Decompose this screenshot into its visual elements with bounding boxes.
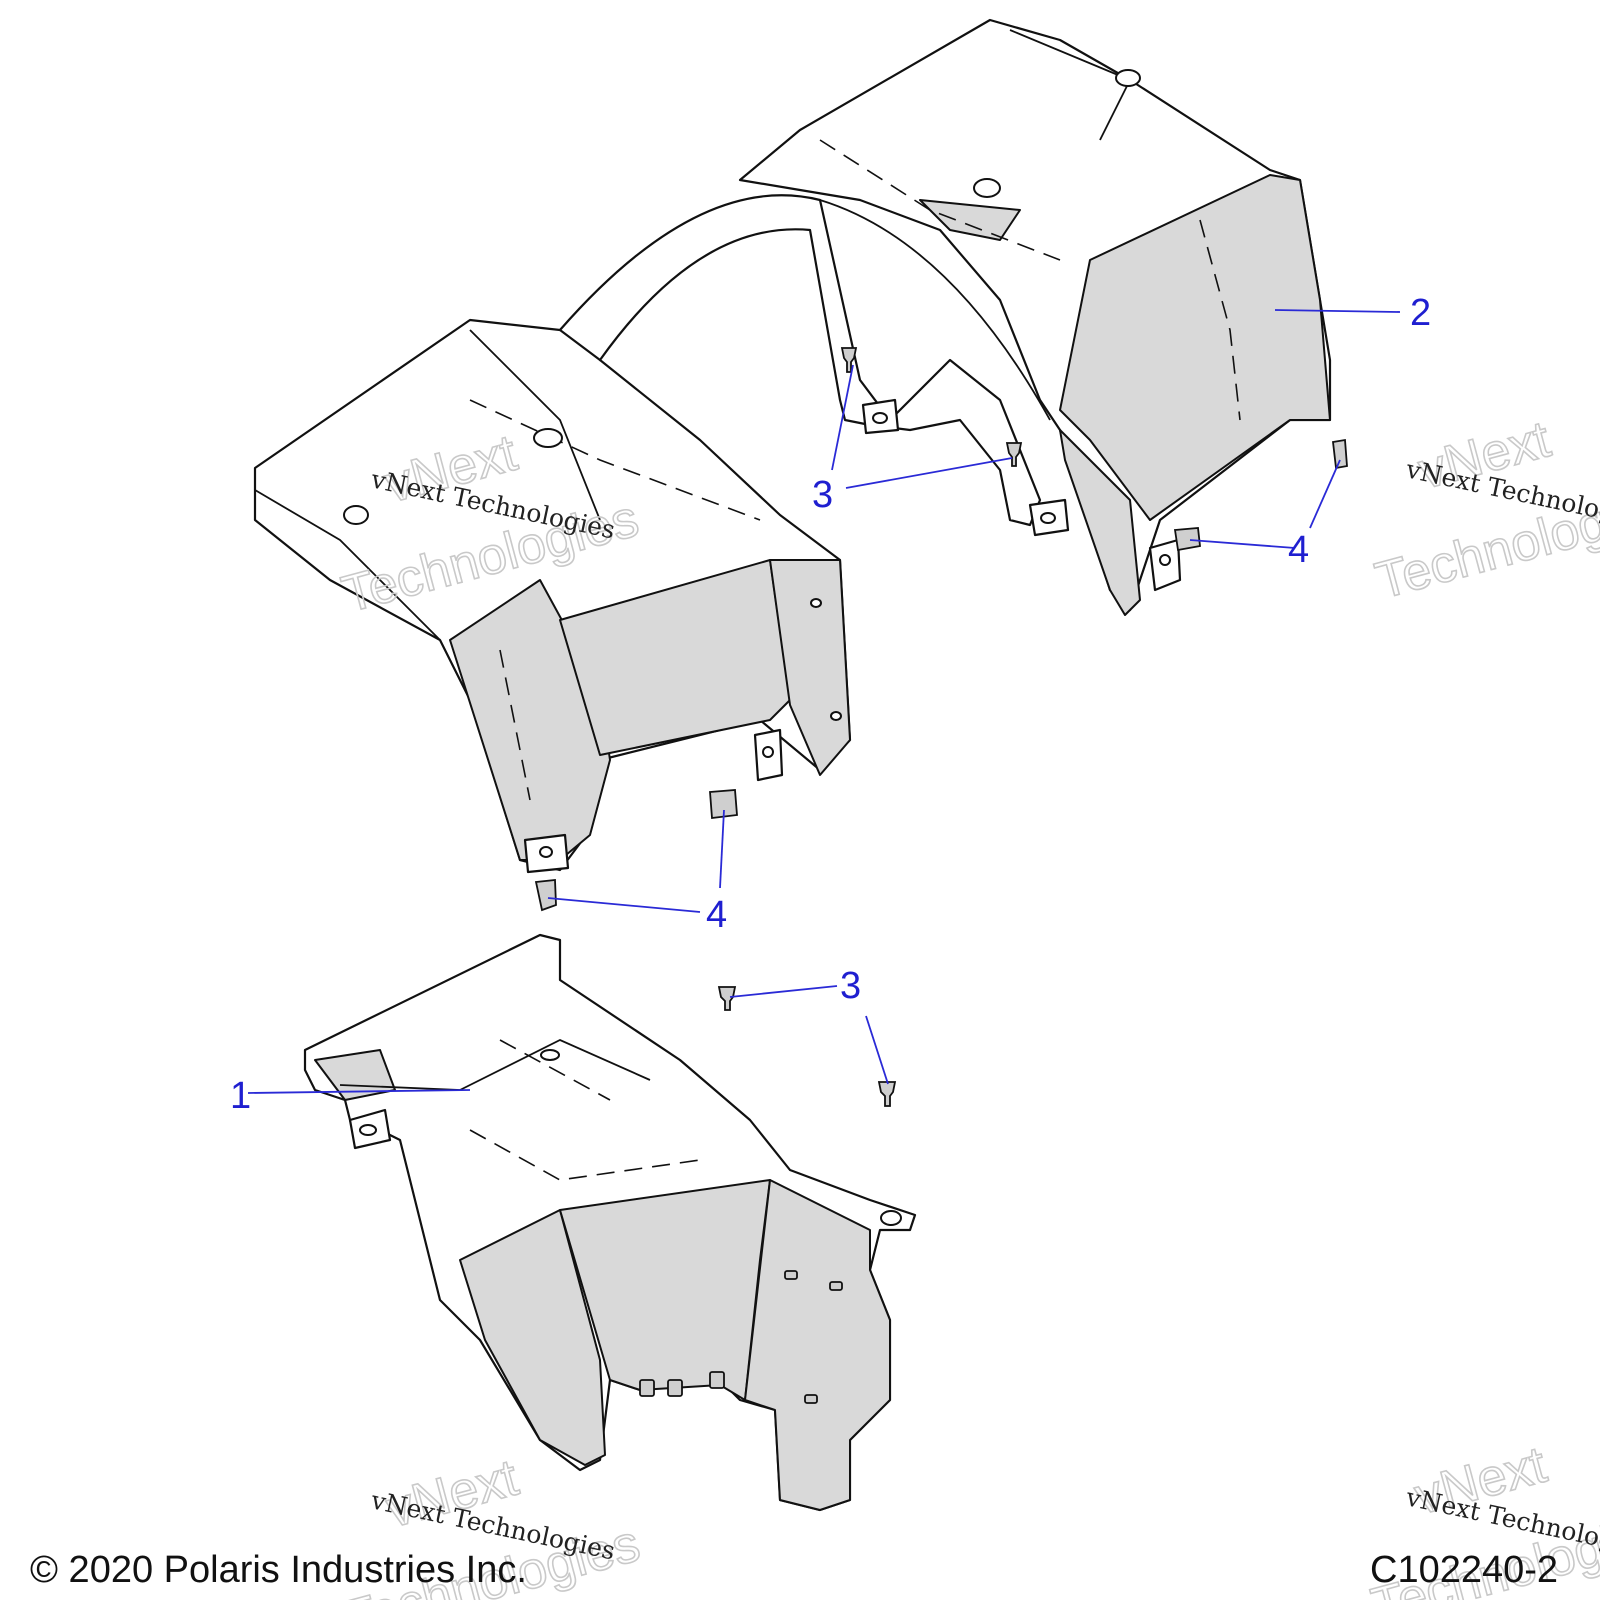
leader-lines — [247, 309, 1401, 1094]
callout-4-left: 4 — [706, 894, 727, 936]
callout-labels: 1 2 3 3 4 4 — [230, 292, 1431, 1117]
part-2-front-panel — [253, 18, 1332, 874]
callout-3-upper: 3 — [812, 474, 833, 516]
part-1-lower-panel — [303, 933, 917, 1512]
callout-4-right: 4 — [1288, 529, 1309, 571]
copyright-text: © 2020 Polaris Industries Inc. — [30, 1549, 527, 1591]
fastener-screws — [717, 347, 1023, 1107]
drawing-number: C102240-2 — [1370, 1549, 1558, 1591]
fastener-clips — [534, 438, 1348, 912]
callout-2: 2 — [1410, 292, 1431, 334]
callout-3-lower: 3 — [840, 965, 861, 1007]
callout-1: 1 — [230, 1075, 251, 1117]
